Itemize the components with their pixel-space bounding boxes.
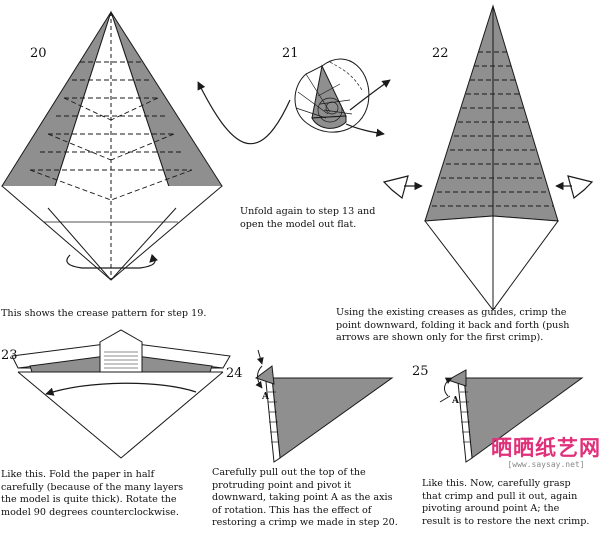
- step-24-caption: Carefully pull out the top of the protru…: [212, 467, 398, 529]
- step-21-number: 21: [282, 46, 299, 61]
- step-23-diagram: [11, 329, 231, 459]
- step-21-diagram: [197, 58, 391, 145]
- step-20-number: 20: [30, 46, 47, 61]
- step-22-caption: Using the existing creases as guides, cr…: [336, 307, 570, 344]
- step-21-caption: Unfold again to step 13 and open the mod…: [240, 206, 376, 230]
- step-25-number: 25: [412, 364, 429, 379]
- watermark-logo: 晒晒纸艺网: [491, 436, 601, 460]
- step-22-diagram: [382, 4, 594, 311]
- step-25-diagram: [439, 369, 584, 463]
- step-20-caption: This shows the crease pattern for step 1…: [1, 308, 207, 319]
- point-a-label-step24: A: [262, 392, 269, 402]
- step-23-number: 23: [1, 348, 18, 363]
- step-20-diagram: [1, 10, 223, 281]
- watermark-url: [www.saysay.net]: [507, 460, 585, 469]
- step-24-diagram: [254, 349, 394, 463]
- watermark: 晒晒纸艺网 [www.saysay.net]: [488, 436, 604, 470]
- step-24-number: 24: [226, 366, 243, 381]
- point-a-label-step25: A: [452, 396, 459, 406]
- step-22-number: 22: [432, 46, 449, 61]
- step-23-caption: Like this. Fold the paper in half carefu…: [1, 469, 184, 518]
- step-25-caption: Like this. Now, carefully grasp that cri…: [422, 478, 590, 527]
